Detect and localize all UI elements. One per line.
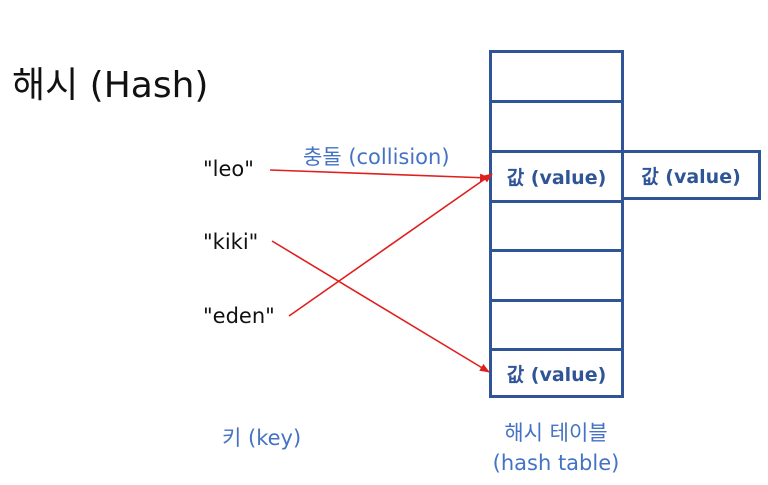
slot-divider: [492, 200, 621, 203]
key-leo: "leo": [203, 157, 254, 181]
slot-divider: [492, 249, 621, 252]
collision-label: 충돌 (collision): [303, 145, 450, 169]
arrow-eden-to-slot: [288, 173, 493, 317]
hash-slot-2: 값 (value): [506, 167, 607, 189]
hash-table-caption-line2: (hash table): [492, 451, 620, 475]
arrow-leo-to-slot: [269, 169, 490, 182]
hash-table-caption-line1: 해시 테이블: [504, 421, 608, 445]
slot-divider: [492, 348, 621, 351]
hash-table: 값 (value) 값 (value): [489, 50, 624, 398]
slot-divider: [492, 100, 621, 103]
chained-value-cell: 값 (value): [621, 150, 761, 200]
hash-table-caption: 해시 테이블 (hash table): [480, 418, 632, 478]
slot-divider: [492, 150, 621, 153]
arrow-kiki-to-slot: [271, 240, 490, 373]
hash-slot-6: 값 (value): [506, 363, 607, 386]
slot-divider: [492, 299, 621, 302]
key-kiki: "kiki": [203, 230, 259, 254]
keys-caption: 키 (key): [222, 426, 302, 450]
key-eden: "eden": [203, 304, 275, 328]
page-title: 해시 (Hash): [12, 65, 209, 106]
